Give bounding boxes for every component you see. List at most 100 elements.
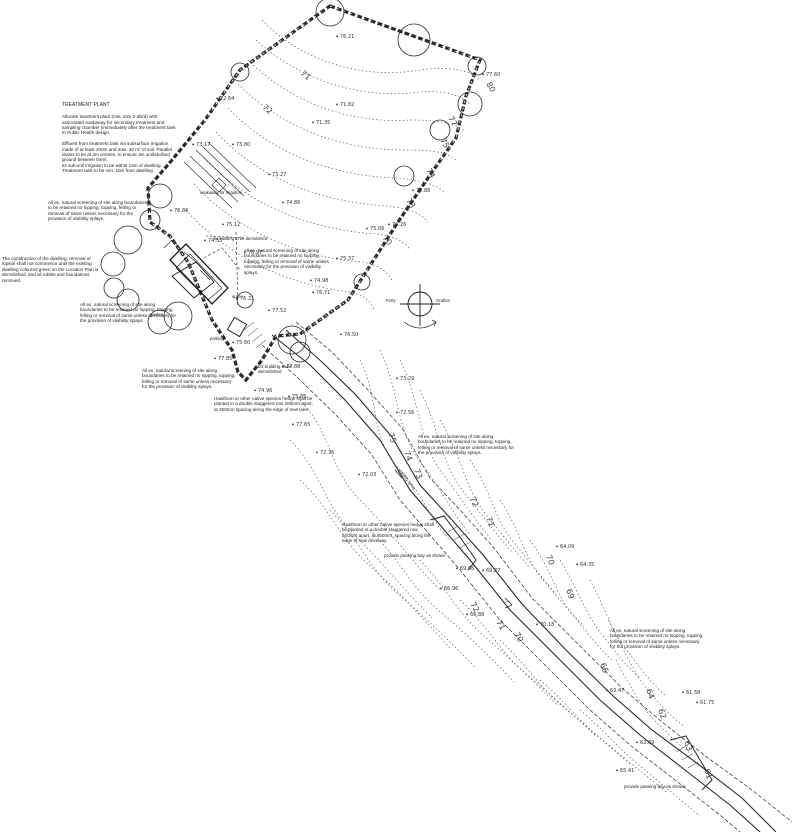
spot-level-label: 75.60 <box>236 340 250 346</box>
north-arrow-label-a: Forty <box>386 298 396 303</box>
dwelling-footprint <box>163 239 229 305</box>
spot-level-marker <box>336 103 338 106</box>
spot-level-marker <box>236 297 238 300</box>
spot-level-marker <box>482 569 484 572</box>
access-lane <box>261 321 793 832</box>
spot-levels: 76.2177.6072.6471.8273.1772.8871.3574.26… <box>170 34 714 774</box>
apron-tag: apron <box>232 294 243 299</box>
spot-level-label: 61.58 <box>686 690 700 696</box>
spot-level-label: 77.60 <box>486 72 500 78</box>
spot-level-marker <box>282 201 284 204</box>
screening-note-north: All ex. natural screening of site along … <box>48 200 148 222</box>
contour-height-label: 64 <box>644 688 656 701</box>
hedge-note-lower: Hawthorn or other native species hedge s… <box>342 522 434 544</box>
spot-level-marker <box>556 545 558 548</box>
spot-level-label: 76.86 <box>174 208 188 214</box>
spot-level-marker <box>466 613 468 616</box>
contour-height-label: 74 <box>424 167 437 180</box>
spot-level-label: 76.50 <box>344 332 358 338</box>
spot-level-marker <box>412 189 414 192</box>
spot-level-label: 75.12 <box>226 222 240 228</box>
contour-height-label: 70 <box>544 554 556 567</box>
spot-level-label: 77.88 <box>286 364 300 370</box>
spot-level-marker <box>312 121 314 124</box>
spot-level-label: 69.27 <box>486 568 500 574</box>
contour-height-label: 71 <box>484 516 496 529</box>
spot-level-label: 72.35 <box>320 450 334 456</box>
spot-level-label: 73.29 <box>400 376 414 382</box>
contour-height-label: 71 <box>494 619 507 632</box>
spot-level-marker <box>170 209 172 212</box>
spot-level-marker <box>396 377 398 380</box>
spot-level-marker <box>440 587 442 590</box>
spot-level-marker <box>336 35 338 38</box>
spot-level-label: 62.69 <box>640 740 654 746</box>
spot-level-label: 72.64 <box>220 96 234 102</box>
spot-level-marker <box>222 223 224 226</box>
spot-level-marker <box>388 223 390 226</box>
spot-level-label: 74.55 <box>208 238 222 244</box>
spot-level-marker <box>366 227 368 230</box>
spot-level-label: 64.35 <box>580 562 594 568</box>
parking-tag: parking <box>210 336 224 341</box>
hatched-verge <box>243 321 699 769</box>
contour-height-label: 70 <box>512 631 525 644</box>
screening-note-centre: All ex. natural screening of site along … <box>244 248 329 275</box>
spot-level-label: 73.27 <box>272 172 286 178</box>
spot-level-label: 72.88 <box>416 188 430 194</box>
spot-level-marker <box>312 291 314 294</box>
spot-level-label: 66.96 <box>444 586 458 592</box>
spot-level-marker <box>282 365 284 368</box>
spot-level-marker <box>456 567 458 570</box>
spot-level-marker <box>232 341 234 344</box>
spot-level-marker <box>682 691 684 694</box>
spot-level-marker <box>606 689 608 692</box>
contour-lines-lane-west <box>289 399 701 817</box>
spot-level-marker <box>192 143 194 146</box>
spot-level-marker <box>254 389 256 392</box>
contour-height-label: 63 <box>682 740 694 753</box>
contour-height-label: 75 <box>438 137 451 150</box>
contour-height-label: 74 <box>402 450 414 463</box>
existing-trees <box>100 0 487 363</box>
spot-level-label: 75.37 <box>340 256 354 262</box>
spot-level-marker <box>482 73 484 76</box>
north-arrow <box>400 284 440 329</box>
spot-level-marker <box>310 279 312 282</box>
spot-level-marker <box>636 741 638 744</box>
contour-height-label: 80 <box>484 81 497 94</box>
spot-level-label: 75.85 <box>292 394 306 400</box>
spot-level-marker <box>340 333 342 336</box>
spot-level-marker <box>268 173 270 176</box>
spot-level-label: 73.80 <box>236 142 250 148</box>
screening-note-lane: All ex. natural screening of site along … <box>142 368 236 390</box>
contour-lines-lane-east <box>359 349 695 757</box>
contour-height-label: 72 <box>261 103 275 116</box>
ex-building-tag: ex building to be demolished <box>214 236 268 241</box>
spot-level-marker <box>358 473 360 476</box>
spot-level-marker <box>204 239 206 242</box>
treatment-plant-title: TREATMENT PLANT <box>62 102 110 109</box>
contour-labels: 8077757473727170757473727170697271706664… <box>261 69 714 781</box>
spot-level-label: 77.52 <box>272 308 286 314</box>
spot-level-label: 72.56 <box>400 410 414 416</box>
spot-level-label: 61.75 <box>700 700 714 706</box>
screening-note-west: All ex. natural screening of site along … <box>80 302 176 324</box>
spot-level-label: 71.35 <box>316 120 330 126</box>
spot-level-marker <box>616 769 618 772</box>
passing-bay-note-2: provide passing bay as shown <box>624 784 686 789</box>
treatment-plant-area <box>183 141 257 338</box>
contour-height-label: 61 <box>702 768 714 781</box>
hedge-note-upper: Hawthorn or other native species hedge s… <box>214 396 313 412</box>
spot-level-marker <box>232 143 234 146</box>
spot-level-label: 77.65 <box>296 422 310 428</box>
spot-level-label: 74.96 <box>258 388 272 394</box>
spot-level-label: 76.21 <box>340 34 354 40</box>
spot-level-marker <box>316 451 318 454</box>
spot-level-marker <box>536 623 538 626</box>
contour-height-label: 66 <box>598 662 610 675</box>
site-boundary <box>146 4 483 383</box>
spot-level-marker <box>576 563 578 566</box>
spot-level-label: 74.86 <box>286 200 300 206</box>
